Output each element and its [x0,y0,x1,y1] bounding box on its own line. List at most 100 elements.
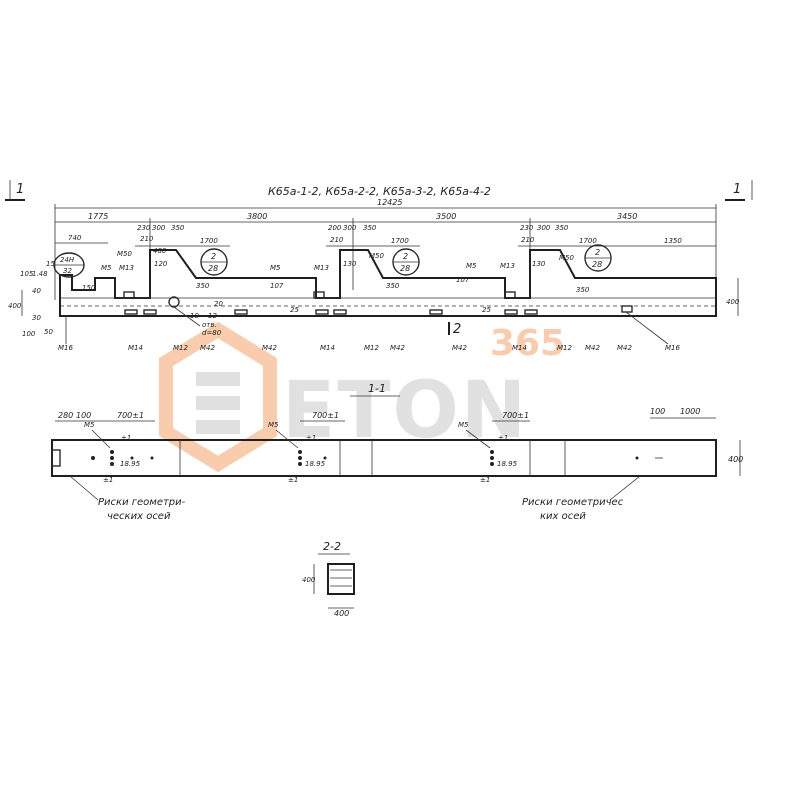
svg-text:2: 2 [595,248,600,257]
svg-text:350: 350 [196,282,210,290]
dim-span-3: 3500 [436,212,456,221]
dim-span-4: 3450 [617,212,637,221]
svg-text:М50: М50 [117,250,132,258]
svg-text:d=80: d=80 [202,329,222,337]
svg-text:700±1: 700±1 [502,411,529,420]
svg-text:32: 32 [63,267,72,275]
svg-text:М14: М14 [320,344,335,352]
svg-text:350: 350 [386,282,400,290]
svg-text:210: 210 [521,236,535,244]
svg-text:М42: М42 [585,344,600,352]
svg-text:1700: 1700 [579,237,597,245]
svg-text:М5: М5 [466,262,477,270]
svg-text:отв.: отв. [202,321,217,329]
svg-text:М13: М13 [500,262,515,270]
svg-text:400: 400 [8,302,22,310]
svg-text:18.95: 18.95 [120,460,141,468]
svg-text:2: 2 [403,252,408,261]
svg-text:М5: М5 [101,264,112,272]
svg-text:400: 400 [726,298,740,306]
svg-text:М13: М13 [314,264,329,272]
svg-text:300: 300 [537,224,551,232]
svg-text:25: 25 [482,306,491,314]
svg-text:±1: ±1 [480,476,490,484]
svg-text:210: 210 [330,236,344,244]
callout-bubble-1: 24Н 32 [53,252,85,278]
svg-text:М14: М14 [128,344,143,352]
svg-text:М42: М42 [200,344,215,352]
svg-text:105: 105 [20,270,34,278]
note-left-line2: ческих осей [107,511,171,522]
svg-text:М42: М42 [262,344,277,352]
svg-text:М5: М5 [84,421,95,429]
svg-text:1: 1 [16,182,24,197]
svg-text:30: 30 [32,314,41,322]
svg-text:М12: М12 [173,344,188,352]
svg-text:100: 100 [76,411,91,420]
svg-text:210: 210 [140,235,154,243]
svg-text:18.95: 18.95 [305,460,326,468]
svg-text:10: 10 [190,312,199,320]
callout-bubble-2: 2 28 [200,248,228,276]
elevation-view: 12425 1775 3800 3500 3450 740 1.48 15 23… [8,198,740,352]
svg-text:1: 1 [733,182,741,197]
section-mark-left: 1 [5,180,25,201]
svg-text:±1: ±1 [306,434,316,442]
svg-text:1000: 1000 [680,407,700,416]
svg-text:107: 107 [456,276,470,284]
svg-text:М5: М5 [268,421,279,429]
svg-text:350: 350 [363,224,377,232]
svg-text:100: 100 [22,330,36,338]
svg-text:1700: 1700 [200,237,218,245]
svg-text:400: 400 [334,609,349,618]
svg-text:740: 740 [68,234,82,242]
svg-text:28: 28 [400,264,410,273]
svg-text:300: 300 [152,224,166,232]
svg-text:12: 12 [208,312,217,320]
svg-text:107: 107 [270,282,284,290]
svg-text:120: 120 [154,260,168,268]
dim-overall: 12425 [377,198,402,207]
svg-text:15: 15 [46,260,55,268]
section-2-2: 2-2 400 400 [302,540,355,618]
svg-text:150: 150 [82,284,96,292]
svg-text:350: 350 [576,286,590,294]
svg-text:±1: ±1 [288,476,298,484]
svg-text:350: 350 [171,224,185,232]
svg-text:2: 2 [211,252,216,261]
svg-text:М5: М5 [458,421,469,429]
section-2-2-title: 2-2 [323,540,341,553]
drawing-title: К65а-1-2, К65а-2-2, К65а-3-2, К65а-4-2 [268,185,491,198]
dim-span-2: 3800 [247,212,267,221]
svg-text:М14: М14 [512,344,527,352]
svg-text:25: 25 [290,306,299,314]
note-right-line1: Риски геометричес [522,497,624,508]
svg-text:130: 130 [343,260,357,268]
svg-text:±1: ±1 [103,476,113,484]
svg-text:300: 300 [343,224,357,232]
svg-text:М50: М50 [559,254,574,262]
svg-text:±1: ±1 [121,434,131,442]
svg-text:28: 28 [592,260,602,269]
svg-text:М42: М42 [452,344,467,352]
svg-text:350: 350 [555,224,569,232]
plan-view: 1-1 280 100 700±1 700±1 700±1 100 [51,382,743,522]
callout-bubble-4: 2 28 [584,244,612,272]
svg-text:М13: М13 [119,264,134,272]
svg-text:1350: 1350 [664,237,682,245]
section-mark-right: 1 [725,180,753,201]
svg-text:М42: М42 [390,344,405,352]
svg-text:М42: М42 [617,344,632,352]
svg-text:20: 20 [214,300,223,308]
svg-text:1.48: 1.48 [32,270,48,278]
section-square [327,563,355,595]
svg-text:М5: М5 [270,264,281,272]
note-right-line2: ких осей [540,511,586,522]
plan-title: 1-1 [368,382,386,395]
svg-text:2: 2 [453,322,461,337]
hole-icon [168,296,180,308]
svg-text:230: 230 [520,224,534,232]
svg-text:М16: М16 [58,344,73,352]
svg-text:28: 28 [208,264,218,273]
